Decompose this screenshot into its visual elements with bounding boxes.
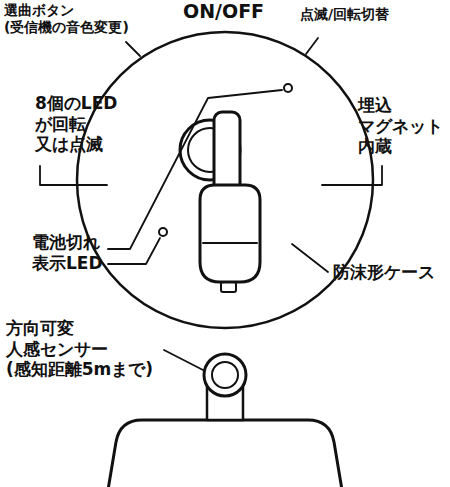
callout-label: ON/OFF <box>183 0 264 23</box>
case-body <box>200 185 260 282</box>
leader-line <box>108 90 282 249</box>
leader-line <box>40 166 107 185</box>
callout-label: 方向可変 人感センサー (感知距離5mまで) <box>6 318 153 380</box>
leader-line <box>306 38 318 54</box>
leader-line <box>292 244 328 272</box>
sensor-housing <box>108 420 342 487</box>
callout-label: 埋込 マグネット 内蔵 <box>358 95 443 157</box>
leader-line <box>164 350 203 370</box>
led-dot <box>284 84 292 92</box>
callout-label: 選曲ボタン (受信機の音色変更) <box>4 2 129 36</box>
leader-line <box>108 238 160 264</box>
callout-label: 電池切れ 表示LED <box>32 232 103 273</box>
callout-label: 防沫形ケース <box>333 262 435 283</box>
sensor-lens <box>212 362 238 388</box>
leader-line <box>322 166 382 185</box>
motion-sensor <box>204 354 246 396</box>
device-body <box>77 32 373 328</box>
case-seam <box>203 242 257 244</box>
callout-label: 点滅/回転切替 <box>300 6 389 23</box>
leader-line <box>126 42 140 56</box>
case-nub <box>221 282 236 292</box>
callout-label: 8個のLED が回転 又は点滅 <box>35 93 117 155</box>
battery-led-dot <box>159 228 167 236</box>
hanger-tab <box>214 112 240 192</box>
